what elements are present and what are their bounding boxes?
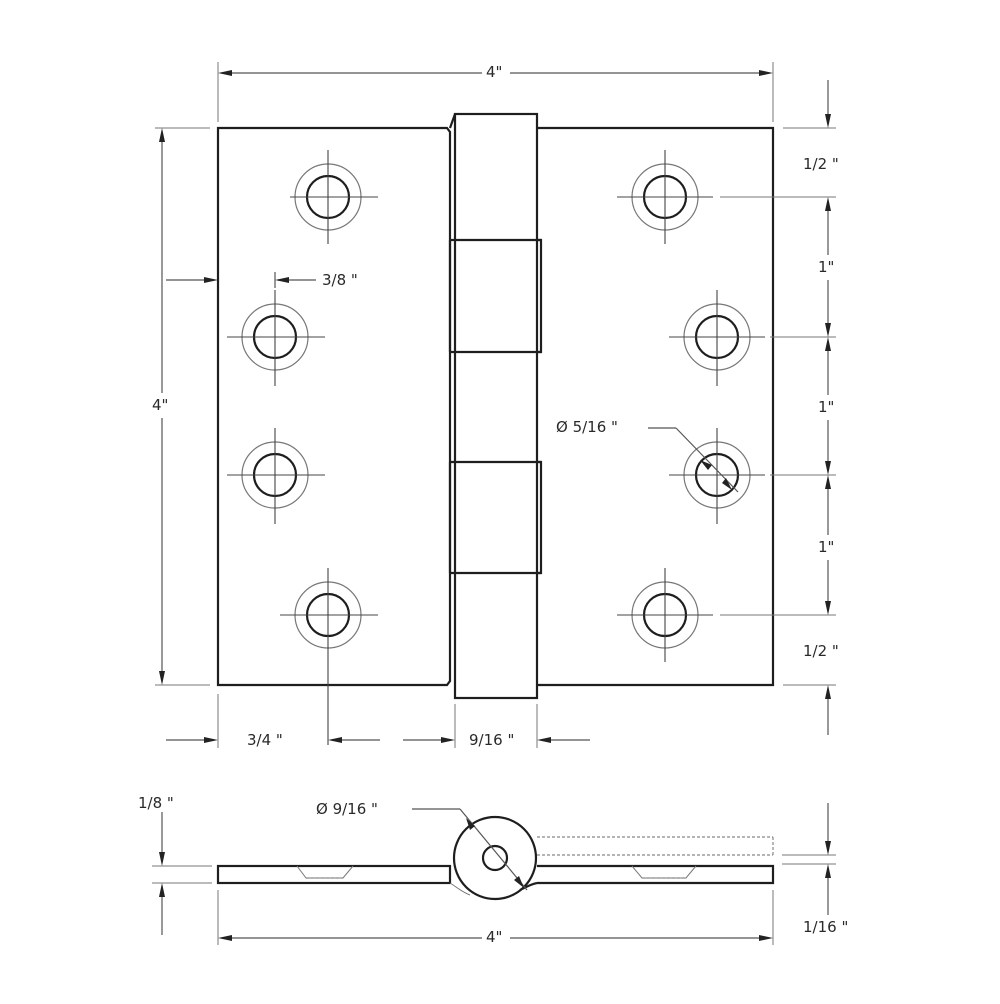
edge-offset-label: 3/8 " bbox=[322, 271, 358, 289]
side-view bbox=[216, 808, 775, 901]
screw-holes bbox=[227, 150, 765, 745]
screw-hole bbox=[227, 290, 325, 386]
spacing-label-3: 1" bbox=[818, 538, 835, 556]
hole-diameter-label: Ø 5/16 " bbox=[556, 418, 618, 436]
spacing-label-1: 1" bbox=[818, 258, 835, 276]
bottom-offset-label: 3/4 " bbox=[247, 731, 283, 749]
screw-hole bbox=[280, 568, 378, 745]
screw-hole bbox=[290, 150, 378, 244]
knuckle-diameter-label: Ø 9/16 " bbox=[316, 800, 378, 818]
right-spacing-dimensions bbox=[720, 80, 836, 735]
bottom-dimensions bbox=[166, 694, 590, 748]
gap-label: 1/16 " bbox=[803, 918, 849, 936]
side-gap-dimension bbox=[782, 803, 836, 915]
top-width-label: 4" bbox=[486, 63, 503, 81]
left-height-dimension bbox=[155, 127, 210, 686]
side-thickness-dimension bbox=[152, 812, 212, 935]
top-width-dimension bbox=[217, 62, 774, 122]
spacing-label-2: 1" bbox=[818, 398, 835, 416]
side-width-dimension bbox=[217, 890, 774, 945]
screw-hole bbox=[617, 568, 713, 662]
screw-hole bbox=[617, 150, 713, 244]
side-width-label: 4" bbox=[486, 928, 503, 946]
knuckle-column bbox=[448, 112, 543, 700]
plate-thickness-label: 1/8 " bbox=[138, 794, 174, 812]
left-height-label: 4" bbox=[152, 396, 169, 414]
right-leaf bbox=[537, 126, 775, 687]
screw-hole bbox=[669, 290, 765, 386]
screw-hole bbox=[227, 428, 325, 524]
spacing-label-bottom-half: 1/2 " bbox=[803, 642, 839, 660]
spacing-label-top-half: 1/2 " bbox=[803, 155, 839, 173]
edge-offset-dimension bbox=[166, 272, 316, 288]
screw-hole bbox=[669, 428, 765, 524]
left-leaf bbox=[216, 126, 452, 687]
knuckle-width-label: 9/16 " bbox=[469, 731, 515, 749]
hole-diameter-leader bbox=[648, 427, 739, 493]
